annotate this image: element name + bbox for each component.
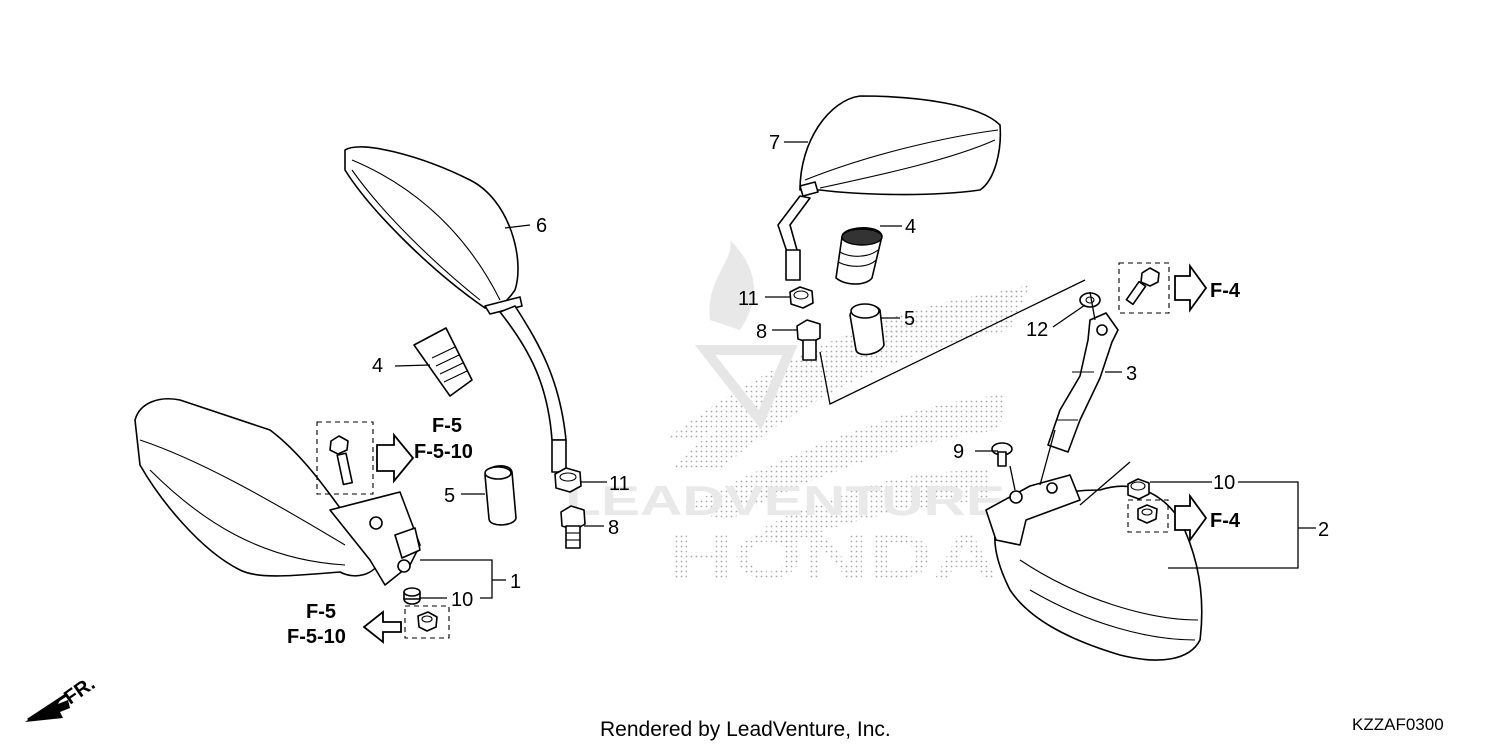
- right-mirror: [777, 95, 1002, 281]
- left-nut-10: [403, 587, 421, 605]
- callout-8-right: 8: [756, 321, 767, 343]
- callout-8-left: 8: [608, 517, 619, 539]
- left-boot: [413, 327, 473, 397]
- right-boot: [835, 227, 883, 285]
- left-lower-ref-arrow: [362, 610, 402, 644]
- left-nut: [554, 467, 582, 493]
- right-lower-ref: F-4: [1210, 510, 1241, 532]
- right-nut-10: [1127, 478, 1150, 500]
- right-lower-ref-box: [1127, 499, 1169, 533]
- left-upper-ref-line2: F-5-10: [414, 441, 473, 463]
- right-nut: [789, 286, 814, 309]
- watermark-text: LEADVENTURE: [565, 477, 1005, 524]
- right-bolt: [796, 319, 821, 361]
- watermark-logo: HONDA LEADVENTURE: [565, 240, 1030, 592]
- render-credit: Rendered by LeadVenture, Inc.: [600, 718, 891, 741]
- callout-4-left: 4: [372, 355, 383, 377]
- left-handguard: [134, 398, 421, 586]
- callout-7: 7: [769, 132, 780, 154]
- front-direction-arrow: [25, 693, 70, 722]
- left-mirror: [344, 146, 567, 473]
- left-upper-ref-line1: F-5: [432, 415, 462, 437]
- right-lower-ref-nut: [1137, 504, 1158, 524]
- callout-5-left: 5: [444, 485, 455, 507]
- callout-1: 1: [510, 571, 521, 593]
- callout-11-right: 11: [738, 288, 759, 310]
- right-bracket: [1047, 312, 1119, 453]
- callout-5-right: 5: [904, 308, 915, 330]
- callout-10-right: 10: [1213, 472, 1235, 494]
- left-bolt: [560, 505, 586, 549]
- left-upper-ref-box: [316, 421, 374, 495]
- left-lower-ref-box: [404, 605, 450, 639]
- callout-3: 3: [1126, 363, 1137, 385]
- right-upper-ref-bolt: [1125, 267, 1160, 306]
- right-upper-ref-arrow: [1174, 263, 1208, 313]
- callout-11-left: 11: [609, 473, 630, 495]
- diagram-code: KZZAF0300: [1352, 715, 1444, 734]
- callout-2: 2: [1318, 519, 1329, 541]
- watermark-brand: HONDA: [668, 523, 998, 592]
- callout-9: 9: [953, 441, 964, 463]
- right-upper-ref: F-4: [1210, 280, 1241, 302]
- left-sleeve: [484, 465, 517, 526]
- left-lower-ref-line2: F-5-10: [287, 626, 346, 648]
- left-upper-ref-arrow: [376, 432, 415, 484]
- callout-10-left: 10: [451, 589, 473, 611]
- callout-12: 12: [1026, 319, 1048, 341]
- right-handguard: [985, 474, 1203, 661]
- left-lower-ref-line1: F-5: [306, 601, 336, 623]
- right-lower-ref-arrow: [1174, 493, 1208, 543]
- left-lower-ref-nut: [417, 611, 438, 632]
- callout-4-right: 4: [905, 216, 916, 238]
- screw-9: [991, 442, 1013, 467]
- left-upper-ref-screw: [329, 435, 354, 486]
- right-upper-ref-box: [1118, 262, 1170, 314]
- callout-6: 6: [536, 215, 547, 237]
- right-sleeve: [849, 303, 885, 356]
